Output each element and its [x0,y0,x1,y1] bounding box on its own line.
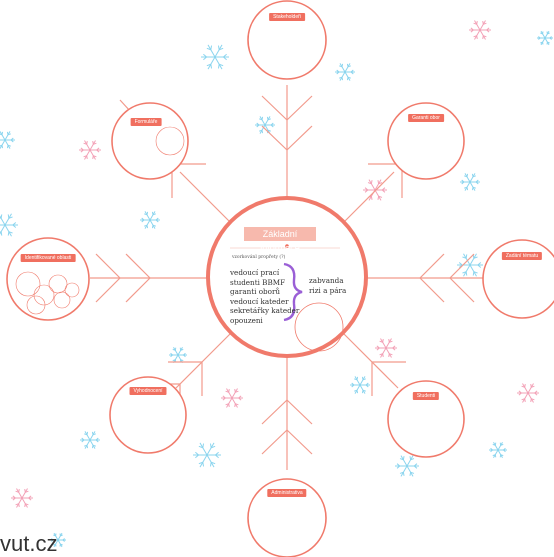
central-list-item: vedoucí prací [230,268,280,277]
snowflake-icon [460,173,480,191]
snowflake-icon [221,388,243,408]
connector-lines [90,85,484,470]
brace-icon [283,262,303,322]
snowflake-icon [140,211,160,229]
node-title-top-left: Formuláře [130,118,162,126]
node-circle-left[interactable] [6,237,90,321]
left-node-subcircles [15,271,80,315]
snowflake-icon [350,376,370,394]
central-list-item: vedoucí kateder [230,296,289,306]
snowflake-icon [0,213,18,237]
node-circle-top-right[interactable] [387,102,465,180]
snowflake-icon [489,441,507,459]
snowflake-icon [335,63,355,81]
central-list-item: sekretářky kateder [230,306,300,315]
snowflake-icon [79,140,101,160]
snowflake-icon [517,383,539,403]
central-title: Základní informace [244,227,316,253]
snowflake-icon [255,116,275,134]
central-list: vedoucí prací studenti BBMF garanti obor… [230,268,299,325]
node-title-bottom: Administrativa [267,489,307,497]
snowflake-icon [193,442,221,468]
node-title-right: Zadání tématu [501,252,543,260]
node-title-left: Identifikované oblasti [20,254,76,262]
central-list-item: opouzeni [230,315,263,325]
snowflake-icon [469,20,491,40]
node-circle-bottom-left[interactable] [109,376,187,454]
snowflake-icon [50,532,66,548]
central-subtitle: vzorkovánl propřety (?) [232,255,286,260]
snowflake-icon [0,131,15,149]
snowflake-icon [201,44,229,70]
central-side-line: rizi a pára [309,285,347,295]
central-list-item: studenti BBMF [230,277,286,287]
node-circle-top[interactable] [247,0,327,80]
watermark-text: vut.cz [0,531,58,556]
snowflake-icon [457,253,483,277]
node-title-bottom-right: Studenti [412,392,440,400]
snowflake-icon [395,455,419,477]
inner-small-circle [294,302,344,352]
central-side-label: zabvanda rizi a pára [309,276,346,295]
central-list-item: garanti oborů [230,287,281,296]
node-circle-top-left[interactable] [111,102,189,180]
snowflake-icon [11,488,33,508]
node-circle-bottom-right[interactable] [387,380,465,458]
node-title-top: Stakeholdeři [269,13,305,21]
central-side-line: zabvanda [309,276,344,285]
snowflake-icon [169,346,187,364]
snowflake-icon [537,30,553,46]
node-title-bottom-left: Vyhodnocení [129,387,167,395]
snowflake-icon [80,431,100,449]
snowflake-decorations [0,20,553,548]
node-circle-bottom[interactable] [247,478,327,557]
snowflake-icon [375,338,397,358]
node-title-top-right: Garanti obor [408,114,444,122]
